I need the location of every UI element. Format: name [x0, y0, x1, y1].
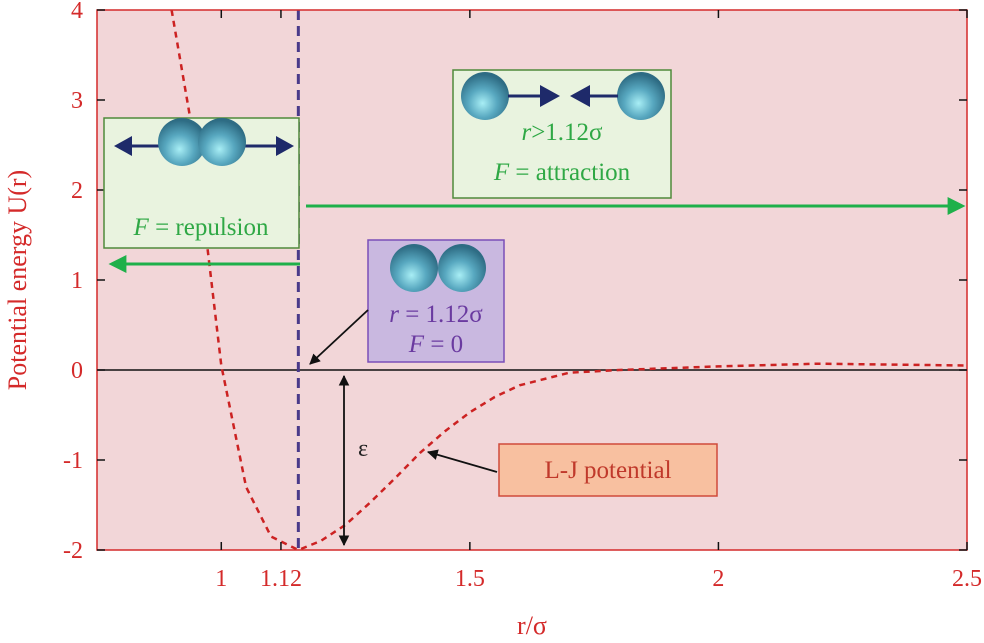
x-tick-label: 1.12: [260, 566, 302, 592]
attraction-left-arrowhead: [570, 85, 590, 107]
repulsion-label-text: = repulsion: [149, 214, 269, 241]
y-tick-label: -2: [63, 538, 83, 564]
attraction-atom-left: [461, 72, 509, 120]
equilibrium-line2-text: = 0: [424, 331, 463, 358]
equilibrium-line2-symbol: F: [408, 331, 425, 358]
x-axis-title: r/σ: [517, 611, 547, 640]
x-tick-label: 2: [712, 566, 724, 592]
lj-potential-curve: [170, 10, 967, 550]
attraction-annotation: r>1.12σ F = attraction: [452, 69, 672, 199]
repulsion-annotation: F = repulsion: [103, 117, 300, 249]
attraction-line1-symbol: r: [521, 119, 531, 146]
equilibrium-pointer-arrow: [309, 309, 369, 365]
y-tick-label: 3: [71, 88, 83, 114]
epsilon-label: ε: [358, 436, 368, 462]
attraction-line1-text: >1.12σ: [531, 119, 603, 146]
lj-box: [498, 443, 718, 497]
lj-label: L-J potential: [544, 457, 671, 484]
repulsion-label-symbol: F: [133, 214, 150, 241]
equilibrium-line1-symbol: r: [389, 301, 399, 328]
y-axis-title: Potential energy U(r): [3, 170, 32, 390]
repulsion-right-arrowhead: [276, 136, 294, 156]
y-tick-label: -1: [63, 448, 83, 474]
attraction-line2-symbol: F: [493, 159, 510, 186]
plot-marks: [97, 10, 967, 550]
attraction-line2: F = attraction: [493, 159, 631, 186]
repulsion-atom-left: [158, 118, 206, 166]
attraction-atom-right: [617, 72, 665, 120]
axis-ticks: 1 1.12 1.5 2 2.5 -2 -1 0 1 2 3 4: [63, 0, 982, 592]
repulsion-atom-right: [198, 118, 246, 166]
equilibrium-atom-right: [438, 244, 486, 292]
repulsion-left-arrowhead: [114, 136, 132, 156]
repulsion-label: F = repulsion: [133, 214, 269, 241]
equilibrium-line1: r = 1.12σ: [389, 301, 483, 328]
lj-annotation: L-J potential: [498, 443, 718, 497]
x-tick-label: 2.5: [952, 566, 982, 592]
x-tick-label: 1.5: [455, 566, 485, 592]
y-tick-label: 0: [71, 358, 83, 384]
attraction-right-arrowhead: [540, 85, 560, 107]
attraction-line1: r>1.12σ: [521, 119, 603, 146]
attraction-line2-text: = attraction: [509, 159, 630, 186]
lj-pointer-arrow: [426, 449, 498, 473]
y-tick-label: 2: [71, 178, 83, 204]
equilibrium-annotation: r = 1.12σ F = 0: [367, 239, 505, 363]
equilibrium-atom-left: [390, 244, 438, 292]
x-tick-label: 1: [215, 566, 227, 592]
y-tick-label: 1: [71, 268, 83, 294]
equilibrium-line1-text: = 1.12σ: [399, 301, 483, 328]
equilibrium-line2: F = 0: [408, 331, 463, 358]
y-tick-label: 4: [71, 0, 83, 24]
